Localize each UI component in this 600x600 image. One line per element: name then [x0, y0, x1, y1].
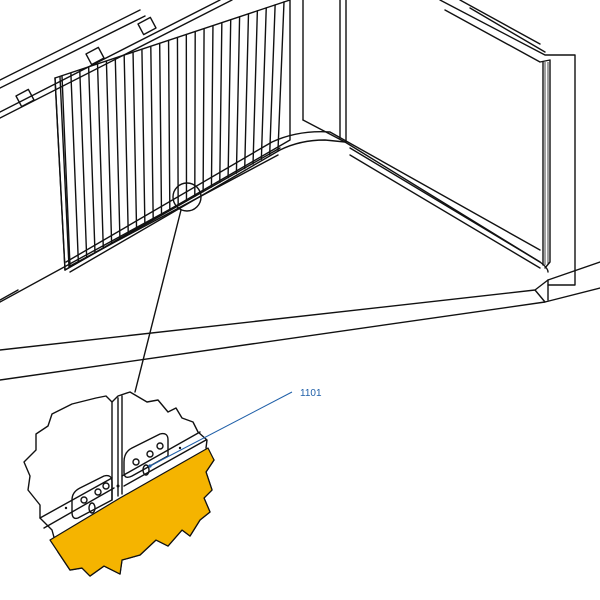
callout-leader [149, 391, 293, 467]
highlighted-base [49, 447, 215, 577]
shutter-slat [114, 57, 121, 239]
shutter-slat [96, 63, 104, 249]
floor-plane [65, 131, 549, 273]
sliding-shutter [54, 0, 291, 271]
shutter-slat [123, 54, 129, 235]
leader-line-a [134, 209, 182, 393]
shutter-slat [219, 22, 223, 184]
right-side-wall [302, 0, 347, 143]
shutter-slat [141, 48, 146, 225]
shutter-slat [227, 19, 232, 179]
cabinet-drawing [0, 0, 600, 393]
shutter-slat [252, 10, 259, 165]
bracket-plate-right [123, 432, 169, 479]
magnified-detail [23, 391, 215, 577]
shutter-slat [87, 66, 96, 253]
shutter-slat [70, 72, 80, 263]
top-rail [0, 0, 233, 119]
shutter-slat [235, 16, 241, 174]
detail-circle [172, 182, 202, 212]
right-door-frame [349, 0, 576, 286]
shutter-slat [268, 4, 276, 156]
callout-label: 1101 [300, 388, 322, 399]
shutter-slat [176, 36, 179, 207]
shutter-slat [260, 7, 267, 160]
shutter-slat [210, 24, 214, 188]
shutter-slat [202, 27, 205, 193]
leader-line-b [0, 205, 177, 303]
shutter-slat [158, 42, 163, 216]
shutter-slat [167, 39, 171, 212]
shutter-slat [244, 13, 250, 170]
callout-1101: 1101 [149, 388, 322, 467]
bracket-plate-left [71, 474, 113, 520]
base-slab [0, 261, 600, 381]
shutter-slat [132, 51, 138, 230]
shutter-slat [79, 69, 88, 258]
shutter-slat [61, 75, 71, 267]
shutter-slat [277, 1, 285, 151]
shutter-slat [105, 60, 113, 244]
shutter-slat [150, 45, 154, 221]
edge-line [0, 289, 19, 301]
